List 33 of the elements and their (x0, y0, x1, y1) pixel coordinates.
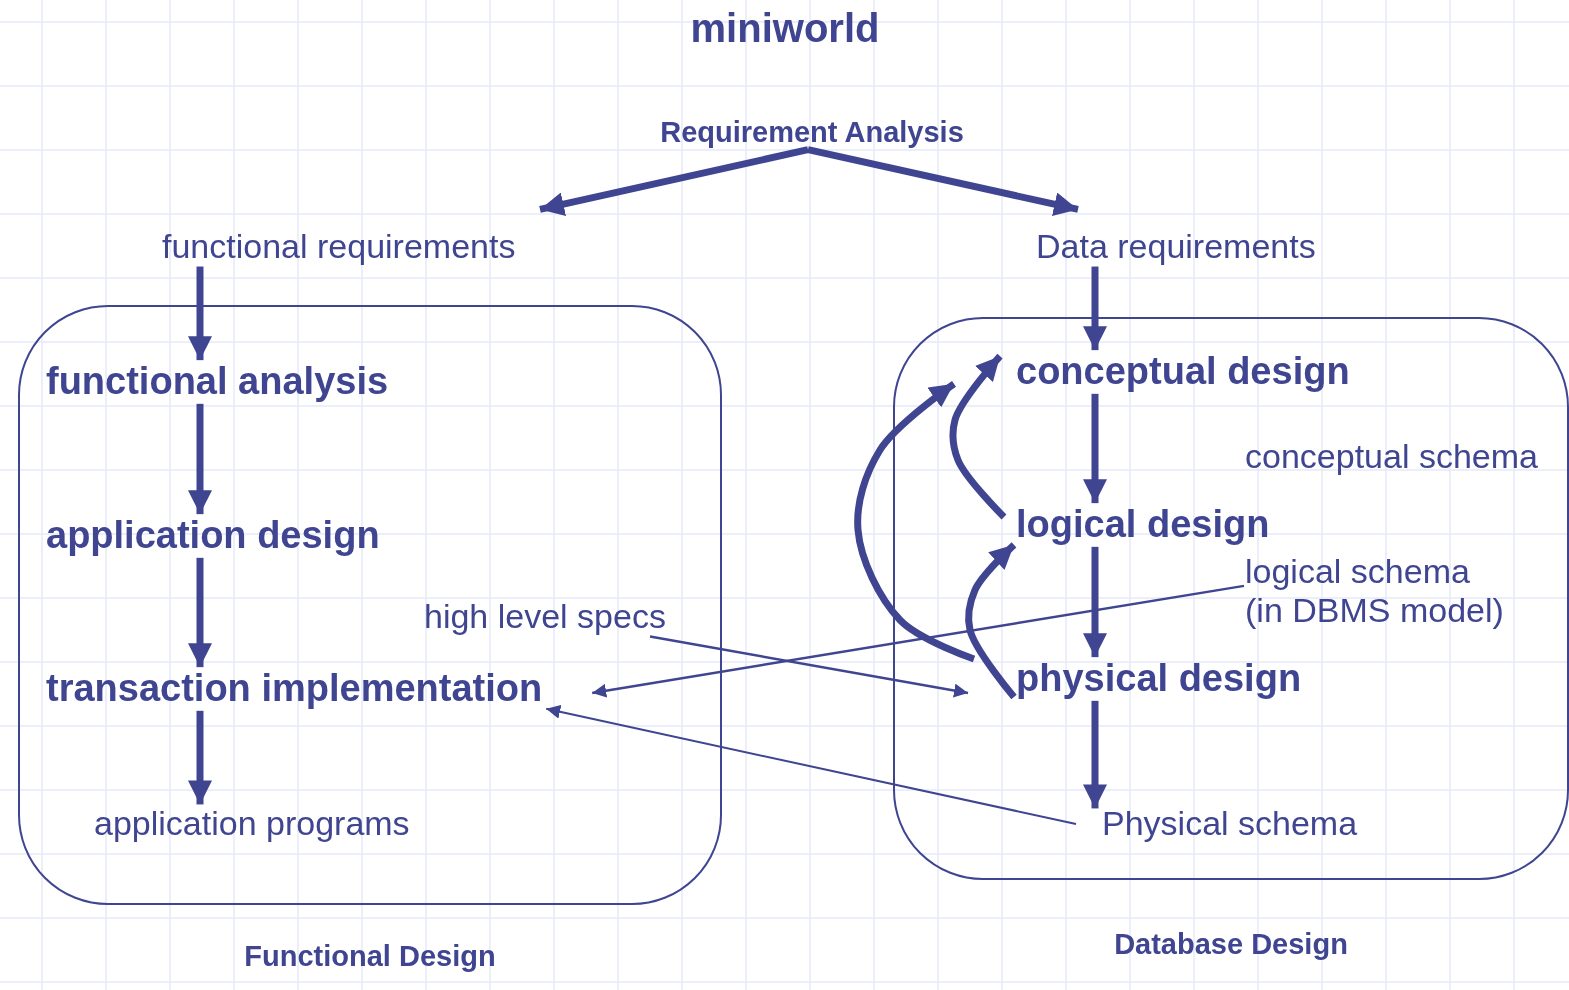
arrow (807, 146, 1079, 216)
step-label: logical design (1016, 503, 1270, 547)
arrow (545, 704, 1077, 825)
step-label: physical design (1016, 657, 1302, 701)
arrow (188, 403, 212, 515)
arrow (1083, 393, 1107, 504)
text-label: application programs (94, 804, 410, 844)
title: miniworld (690, 5, 880, 51)
text-label: functional requirements (162, 227, 516, 267)
arrow (188, 266, 212, 361)
step-label: conceptual design (1016, 350, 1350, 394)
text-label: logical schema (in DBMS model) (1245, 551, 1515, 631)
arrow (1083, 546, 1107, 658)
arrow (649, 635, 969, 698)
arrow (1083, 266, 1107, 351)
group-label: Database Design (1113, 928, 1349, 962)
arrow (965, 542, 1017, 700)
text-label: high level specs (424, 597, 666, 637)
arrow (188, 557, 212, 668)
arrow (1083, 700, 1107, 809)
step-label: transaction implementation (46, 667, 543, 711)
step-label: application design (46, 514, 380, 558)
group-label: Functional Design (243, 940, 497, 974)
arrow (854, 380, 976, 663)
arrow (592, 584, 1245, 698)
arrow (539, 146, 809, 216)
text-label: Physical schema (1102, 804, 1358, 844)
step-label: Requirement Analysis (660, 116, 964, 150)
arrow (949, 353, 1007, 520)
text-label: conceptual schema (1245, 437, 1538, 477)
step-label: functional analysis (46, 360, 389, 404)
arrow (188, 710, 212, 805)
text-label: Data requirements (1036, 227, 1316, 267)
